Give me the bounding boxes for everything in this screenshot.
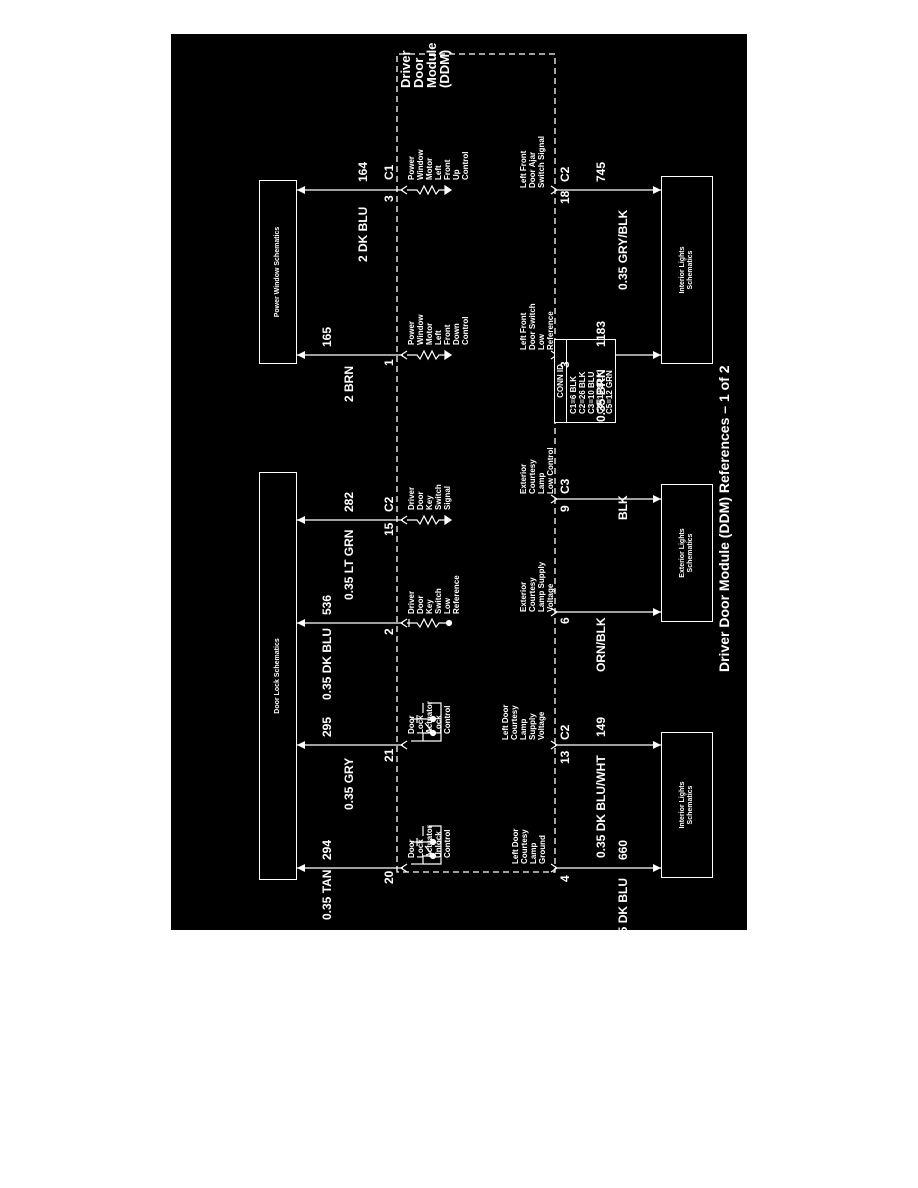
arrow-164 bbox=[297, 186, 305, 194]
wire-color-745: 0.35 GRY/BLK bbox=[616, 209, 630, 290]
resistor-symbol-536 bbox=[407, 617, 453, 629]
pin-20: 20 bbox=[382, 870, 396, 884]
connector-chevron bbox=[399, 863, 408, 873]
interior-lights-schematics-box-right[interactable]: Interior Lights Schematics bbox=[661, 176, 713, 364]
pin-2: 2 bbox=[382, 628, 396, 635]
connector-chevron bbox=[550, 494, 559, 504]
wire-color-orn-blk: ORN/BLK bbox=[594, 617, 608, 672]
power-window-schematics-label: Power Window Schematics bbox=[274, 226, 281, 318]
wire-circuit-165: 165 bbox=[320, 326, 334, 347]
pin-1: 1 bbox=[382, 359, 396, 366]
page-title: Driver Door Module (DDM) References – 1 … bbox=[716, 365, 732, 672]
pin-15: 15 bbox=[382, 522, 396, 536]
wire-color-blk: BLK bbox=[616, 495, 630, 520]
wire-circuit-745: 745 bbox=[594, 161, 608, 182]
wire-color-149: 0.35 DK BLU/WHT bbox=[594, 755, 608, 858]
arrow-295 bbox=[297, 741, 305, 749]
arrow-orn-blk bbox=[653, 608, 661, 616]
arrow-282 bbox=[297, 516, 305, 524]
connector-chevron bbox=[399, 618, 408, 628]
pin-9: 9 bbox=[558, 505, 572, 512]
wire-circuit-536: 536 bbox=[320, 594, 334, 615]
wire-color-1183: 0.35 BRN bbox=[594, 369, 608, 422]
conn-id-row: C2=26 BLK bbox=[578, 371, 587, 414]
connector-c2: C2 bbox=[382, 496, 396, 512]
connector-c2: C2 bbox=[558, 724, 572, 740]
circuit-label: Left Front Door Switch Low Reference bbox=[519, 303, 555, 350]
connector-chevron bbox=[550, 185, 559, 195]
wire-circuit-164: 164 bbox=[356, 161, 370, 182]
wire-circuit-1183: 1183 bbox=[594, 320, 608, 347]
circuit-label: Driver Door Key Switch Low Reference bbox=[407, 575, 461, 614]
arrow-165 bbox=[297, 351, 305, 359]
wire-color-282: 0.35 LT GRN bbox=[342, 529, 356, 600]
connector-chevron bbox=[399, 185, 408, 195]
connector-c1: C1 bbox=[382, 164, 396, 180]
connector-chevron bbox=[399, 740, 408, 750]
connector-chevron bbox=[550, 863, 559, 873]
arrow-745 bbox=[653, 186, 661, 194]
resistor-symbol-165 bbox=[407, 349, 453, 361]
connector-c3: C3 bbox=[558, 478, 572, 494]
circuit-label: Exterior Courtesy Lamp Low Control bbox=[519, 447, 555, 494]
conn-id-row: C1=6 BLK bbox=[569, 375, 578, 414]
circuit-label: Door Lock Actuator Unlock Control bbox=[407, 825, 452, 858]
conn-id-header: CONN ID bbox=[555, 340, 567, 422]
arrow-536 bbox=[297, 619, 305, 627]
circuit-label: Power Window Motor Left Front Down Contr… bbox=[407, 314, 470, 345]
circuit-label: Driver Door Key Switch Signal bbox=[407, 484, 452, 510]
pin-4: 4 bbox=[558, 875, 572, 882]
connector-chevron bbox=[399, 350, 408, 360]
wire-color-164: 2 DK BLU bbox=[356, 206, 370, 262]
interior-lights-schematics-label: Interior Lights Schematics bbox=[679, 246, 694, 294]
circuit-label: Left Door Courtesy Lamp Ground bbox=[511, 828, 547, 864]
exterior-lights-schematics-box[interactable]: Exterior Lights Schematics bbox=[661, 484, 713, 622]
resistor-symbol-164 bbox=[407, 184, 453, 196]
wire-color-295: 0.35 GRY bbox=[342, 757, 356, 810]
wire-circuit-294: 294 bbox=[320, 839, 334, 860]
connector-chevron bbox=[399, 515, 408, 525]
module-boundary bbox=[396, 53, 556, 873]
arrow-1183 bbox=[653, 351, 661, 359]
pin-13: 13 bbox=[558, 750, 572, 764]
pin-6: 6 bbox=[558, 617, 572, 624]
arrow-149 bbox=[653, 741, 661, 749]
door-lock-schematics-label: Door Lock Schematics bbox=[274, 638, 281, 714]
relay-symbol-unlock bbox=[411, 825, 442, 865]
resistor-symbol-282 bbox=[407, 514, 453, 526]
wire-color-294: 0.35 TAN bbox=[320, 869, 334, 920]
pin-3: 3 bbox=[382, 195, 396, 202]
circuit-label: Left Door Courtesy Lamp Supply Voltage bbox=[501, 704, 546, 740]
pin-21: 21 bbox=[382, 748, 396, 762]
pin-3: 3 bbox=[558, 361, 572, 368]
arrow-blk bbox=[653, 495, 661, 503]
connector-chevron bbox=[550, 607, 559, 617]
power-window-schematics-box[interactable]: Power Window Schematics bbox=[259, 180, 297, 364]
connector-chevron bbox=[550, 740, 559, 750]
wire-circuit-295: 295 bbox=[320, 716, 334, 737]
door-lock-schematics-box[interactable]: Door Lock Schematics bbox=[259, 472, 297, 880]
diagram-panel: Driver Door Module (DDM) References – 1 … bbox=[171, 34, 747, 930]
circuit-label: Door Lock Actuator Lock Control bbox=[407, 701, 452, 734]
wire-color-165: 2 BRN bbox=[342, 365, 356, 402]
circuit-label: Exterior Courtesy Lamp Supply Voltage bbox=[519, 561, 555, 612]
arrow-294 bbox=[297, 864, 305, 872]
interior-lights-schematics-box-left[interactable]: Interior Lights Schematics bbox=[661, 732, 713, 878]
wire-color-536: 0.35 DK BLU bbox=[320, 627, 334, 700]
module-label: Driver Door Module (DDM) bbox=[398, 42, 452, 89]
wire-circuit-282: 282 bbox=[342, 491, 356, 512]
connector-c2: C2 bbox=[558, 166, 572, 182]
relay-symbol-lock bbox=[411, 702, 442, 742]
circuit-label: Left Front Door Ajar Switch Signal bbox=[519, 135, 546, 188]
wire-color-660: 0.35 DK BLU bbox=[616, 877, 630, 930]
rotated-schematic: Driver Door Module (DDM) References – 1 … bbox=[171, 34, 747, 930]
exterior-lights-schematics-label: Exterior Lights Schematics bbox=[679, 528, 694, 578]
interior-lights-schematics-label: Interior Lights Schematics bbox=[679, 781, 694, 829]
pin-18: 18 bbox=[558, 190, 572, 204]
wire-circuit-149: 149 bbox=[594, 716, 608, 737]
circuit-label: Power Window Motor Left Front Up Control bbox=[407, 149, 470, 180]
wire-circuit-660: 660 bbox=[616, 839, 630, 860]
arrow-660 bbox=[653, 864, 661, 872]
